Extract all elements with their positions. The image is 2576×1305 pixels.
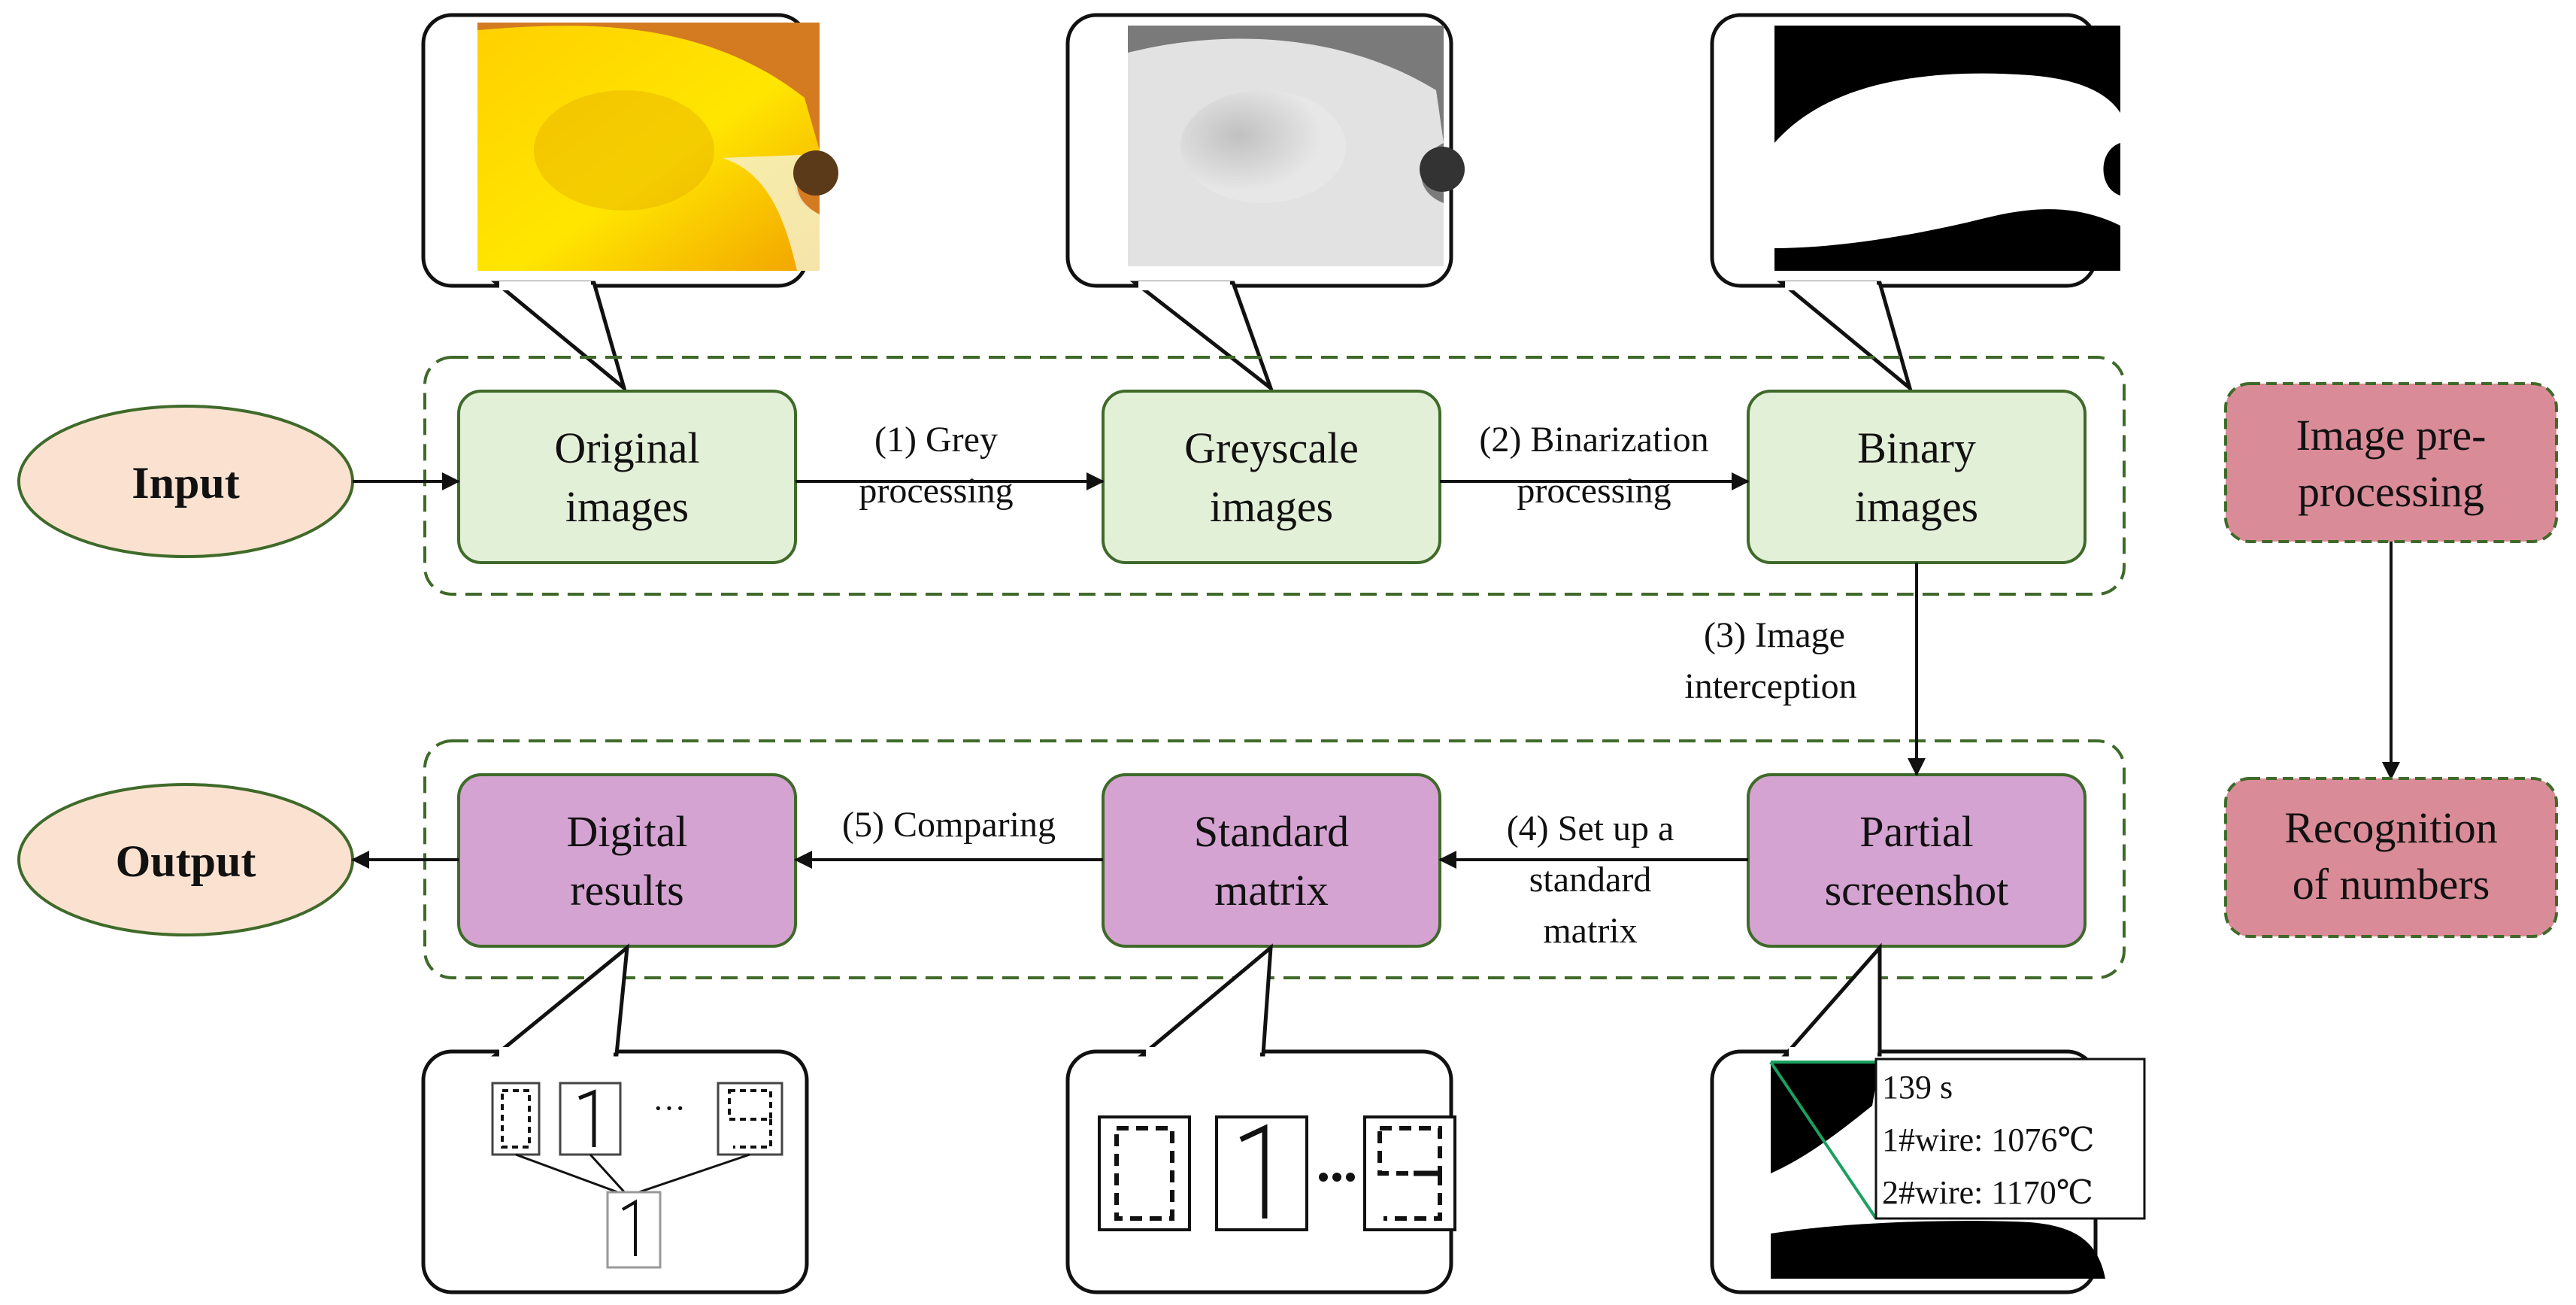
node-partial-line1: Partial <box>1859 807 1973 856</box>
edge-interception-line2: interception <box>1684 666 1856 706</box>
callout-standard-matrix <box>1065 943 1456 1294</box>
digit-compare-illustration: ··· <box>491 1082 783 1269</box>
output-label: Output <box>116 836 256 886</box>
readout-wire2: 2#wire: 1170℃ <box>1882 1174 2093 1211</box>
node-digital-line1: Digital <box>566 807 687 856</box>
node-standard-line2: matrix <box>1214 866 1328 915</box>
output-terminal: Output <box>17 783 354 936</box>
node-digital-results: Digital results <box>457 773 797 948</box>
readout-wire1: 1#wire: 1076℃ <box>1882 1121 2095 1158</box>
edge-setup-line2: standard <box>1529 860 1652 900</box>
edge-grey-line2: processing <box>859 471 1013 511</box>
edge-setup-line3: matrix <box>1543 911 1637 951</box>
greyscale-photo <box>1128 26 1465 266</box>
node-digital-line2: results <box>570 866 683 915</box>
node-greyscale-images: Greyscale images <box>1102 390 1441 564</box>
edge-label-interception: (3) Image interception <box>1684 615 1856 706</box>
callout-greyscale-image <box>1065 13 1465 394</box>
edge-label-grey: (1) Grey processing <box>859 420 1013 511</box>
edge-label-binarization: (2) Binarization processing <box>1479 420 1708 511</box>
legend-preprocessing-line2: processing <box>2298 467 2484 516</box>
edge-setup-line1: (4) Set up a <box>1507 809 1674 848</box>
node-original-line1: Original <box>554 423 699 472</box>
node-binary-images: Binary images <box>1747 390 2087 564</box>
node-standard-matrix: Standard matrix <box>1102 773 1441 948</box>
legend-preprocessing: Image pre- processing <box>2224 382 2558 543</box>
callout-binary-image <box>1710 13 2120 394</box>
original-photo <box>477 23 838 271</box>
node-original-images: Original images <box>457 390 797 564</box>
node-original-line2: images <box>565 482 689 531</box>
edge-grey-line1: (1) Grey <box>874 420 998 460</box>
matrix-dots <box>1319 1173 1355 1182</box>
legend-recognition-line1: Recognition <box>2284 803 2498 852</box>
callout-digital-results: ··· <box>421 943 809 1294</box>
legend-recognition-line2: of numbers <box>2293 860 2490 909</box>
node-partial-screenshot: Partial screenshot <box>1747 773 2087 948</box>
edge-binarization-line1: (2) Binarization <box>1479 420 1708 460</box>
legend-preprocessing-line1: Image pre- <box>2296 411 2487 460</box>
edge-label-setup: (4) Set up a standard matrix <box>1507 809 1674 951</box>
node-greyscale-line2: images <box>1210 482 1333 531</box>
preprocessing-group <box>423 356 2126 596</box>
input-label: Input <box>132 458 239 508</box>
node-greyscale-line1: Greyscale <box>1184 423 1359 472</box>
partial-screenshot-illustration: 139 s 1#wire: 1076℃ 2#wire: 1170℃ <box>1769 1058 2146 1279</box>
standard-matrix-illustration <box>1098 1115 1456 1231</box>
input-terminal: Input <box>17 405 354 558</box>
node-standard-line1: Standard <box>1194 807 1349 856</box>
node-binary-line1: Binary <box>1857 423 1976 472</box>
edge-interception-line1: (3) Image <box>1704 615 1845 655</box>
legend-recognition: Recognition of numbers <box>2224 777 2558 938</box>
binary-photo <box>1774 26 2120 271</box>
callout-partial-screenshot: 139 s 1#wire: 1076℃ 2#wire: 1170℃ <box>1710 942 2146 1294</box>
digit-ellipsis: ··· <box>653 1090 686 1127</box>
edge-binarization-line2: processing <box>1517 471 1671 511</box>
edge-comparing-line1: (5) Comparing <box>842 805 1056 845</box>
edge-label-comparing: (5) Comparing <box>842 805 1056 845</box>
node-binary-line2: images <box>1855 482 1978 531</box>
node-partial-line2: screenshot <box>1825 866 2009 915</box>
readout-time: 139 s <box>1882 1069 1953 1106</box>
callout-original-image <box>421 13 838 394</box>
